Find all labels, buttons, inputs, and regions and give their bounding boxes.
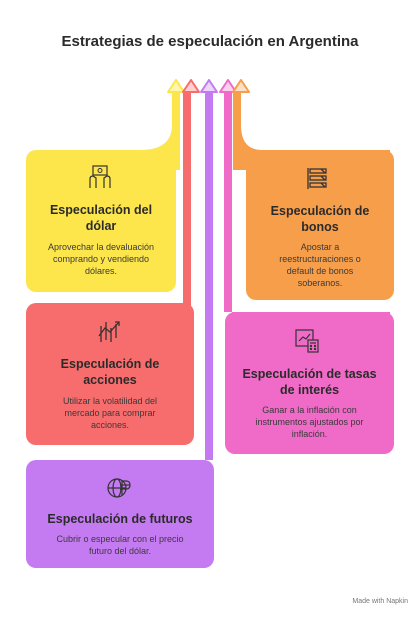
card-acciones bbox=[26, 303, 194, 445]
arrow-head-bonos bbox=[232, 79, 250, 93]
arrow-head-acciones bbox=[182, 79, 200, 93]
card-tasas bbox=[225, 312, 394, 454]
volatility-chart-icon bbox=[98, 321, 120, 342]
arrow-head-tasas bbox=[219, 79, 237, 93]
page-title: Estrategias de especulación en Argentina bbox=[61, 33, 359, 50]
card-dolar bbox=[26, 150, 176, 292]
card-futuros-heading: Especulación de futuros bbox=[47, 512, 193, 526]
card-bonos bbox=[246, 150, 394, 300]
card-futuros bbox=[26, 460, 214, 568]
bond-stack-icon bbox=[307, 168, 327, 189]
arrow-head-futuros bbox=[200, 79, 218, 93]
arrow-head-dolar bbox=[167, 79, 185, 93]
globe-peso-icon bbox=[107, 478, 131, 498]
footer-credit: Made with Napkin bbox=[352, 598, 408, 605]
money-hands-icon bbox=[89, 165, 111, 188]
interest-calculator-icon bbox=[295, 329, 319, 353]
